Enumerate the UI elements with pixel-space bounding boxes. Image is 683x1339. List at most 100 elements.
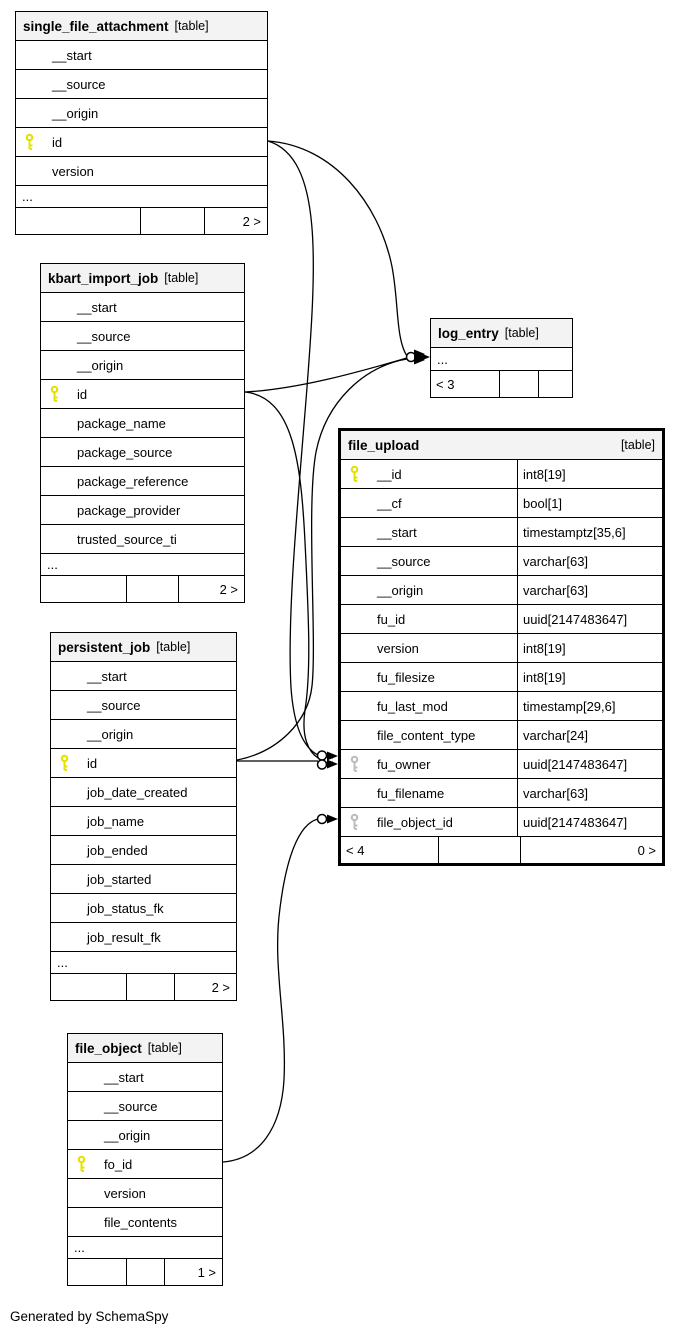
- footer-cell-0: [16, 208, 140, 234]
- column-name: fu_filesize: [377, 669, 435, 685]
- more-columns-ellipsis: ...: [68, 1236, 222, 1258]
- table-footer: 2 >: [51, 973, 236, 1000]
- column-row-__start: __start: [16, 40, 267, 69]
- column-name: __origin: [87, 726, 134, 742]
- column-name: __origin: [377, 582, 424, 598]
- column-row-package_source: package_source: [41, 437, 244, 466]
- edge-single_file_attachment-fu_owner: [267, 140, 319, 756]
- arrowhead-file_object_id: [327, 814, 338, 824]
- cardinality-circle-fu_owner-2: [316, 759, 328, 770]
- column-name: id: [52, 134, 63, 150]
- column-name: __id: [377, 466, 402, 482]
- footer-cell-2: 2 >: [204, 208, 267, 234]
- column-type: int8[19]: [523, 640, 566, 656]
- column-name: __cf: [377, 495, 402, 511]
- column-row-package_provider: package_provider: [41, 495, 244, 524]
- column-row-__cf: __cf bool[1]: [341, 488, 662, 517]
- foreign-key-icon: [350, 755, 359, 772]
- column-row-__start: __start: [68, 1062, 222, 1091]
- footer-cell-0: [68, 1259, 126, 1285]
- column-name: trusted_source_ti: [77, 531, 177, 547]
- column-row-job_ended: job_ended: [51, 835, 236, 864]
- cardinality-circle-fu_owner-1: [316, 750, 328, 761]
- column-name: id: [87, 755, 98, 771]
- column-row-job_status_fk: job_status_fk: [51, 893, 236, 922]
- table-log_entry[interactable]: log_entry[table]...< 3: [430, 318, 573, 398]
- table-header[interactable]: persistent_job [table]: [51, 633, 236, 661]
- column-name: version: [377, 640, 419, 656]
- column-name: file_content_type: [377, 727, 476, 743]
- column-name: package_source: [77, 444, 173, 460]
- column-row-__source: __source: [16, 69, 267, 98]
- footer-cell-1: [140, 208, 204, 234]
- footer-cell-0: [41, 576, 126, 602]
- footer-cell-1: [126, 576, 178, 602]
- column-type: bool[1]: [523, 495, 563, 511]
- column-name: __start: [104, 1069, 144, 1085]
- table-persistent_job[interactable]: persistent_job[table]__start__source__or…: [50, 632, 237, 1001]
- footer-cell-0: < 4: [346, 842, 365, 858]
- column-row-__origin: __origin: [68, 1120, 222, 1149]
- more-columns-ellipsis: ...: [51, 951, 236, 973]
- table-type-tag: [table]: [174, 19, 209, 33]
- column-name: job_result_fk: [87, 929, 161, 945]
- table-file_object[interactable]: file_object[table]__start__source__origi…: [67, 1033, 223, 1286]
- column-row-file_contents: file_contents: [68, 1207, 222, 1236]
- table-name: single_file_attachment: [23, 18, 169, 34]
- column-name: id: [77, 386, 88, 402]
- column-name: __origin: [104, 1127, 151, 1143]
- table-single_file_attachment[interactable]: single_file_attachment [table] __start __so…: [15, 11, 268, 235]
- table-name: persistent_job: [58, 639, 151, 655]
- column-row-__id: __id int8[19]: [341, 459, 662, 488]
- column-row-__start: __start: [51, 661, 236, 690]
- column-name: __source: [377, 553, 431, 569]
- column-name: job_ended: [87, 842, 148, 858]
- primary-key-icon: [25, 133, 34, 150]
- table-header[interactable]: kbart_import_job[table]: [41, 264, 244, 292]
- table-type-tag: [table]: [156, 640, 191, 654]
- column-name: version: [52, 163, 94, 179]
- table-kbart_import_job[interactable]: kbart_import_job[table]__start __source __…: [40, 263, 245, 603]
- primary-key-icon: [350, 465, 359, 482]
- column-type: timestamp[29,6]: [523, 698, 616, 714]
- column-name: __source: [77, 328, 131, 344]
- table-footer: 2 >: [41, 575, 244, 602]
- edge-kbart_import_job-log_entry: [244, 357, 408, 393]
- column-row-package_name: package_name: [41, 408, 244, 437]
- table-file_upload[interactable]: file_upload[table] __id int8[19] __cf bool[1…: [338, 428, 665, 866]
- table-header[interactable]: log_entry [table]: [431, 319, 572, 347]
- table-name: file_upload: [348, 437, 420, 453]
- footer-cell-1: [499, 371, 538, 397]
- table-header[interactable]: single_file_attachment [table]: [16, 12, 267, 40]
- column-type: timestamptz[35,6]: [523, 524, 626, 540]
- column-name: file_object_id: [377, 814, 453, 830]
- column-row-__source: __source varchar[63]: [341, 546, 662, 575]
- column-name: __origin: [77, 357, 124, 373]
- more-columns-ellipsis: ...: [431, 347, 572, 370]
- table-type-tag: [table]: [504, 326, 539, 340]
- column-row-version: version: [68, 1178, 222, 1207]
- column-name: file_contents: [104, 1214, 177, 1230]
- column-type: int8[19]: [523, 466, 566, 482]
- column-type: varchar[63]: [523, 553, 589, 569]
- column-row-__start: __start: [41, 292, 244, 321]
- arrowhead-fu_owner-2: [327, 759, 338, 769]
- footer-cell-2: 2 >: [174, 974, 236, 1000]
- primary-key-icon: [77, 1155, 86, 1172]
- cardinality-circle-file_object_id: [316, 813, 328, 825]
- table-header[interactable]: file_object[table]: [68, 1034, 222, 1062]
- column-row-version: version: [16, 156, 267, 185]
- table-header[interactable]: file_upload[table]: [341, 431, 662, 459]
- edge-kbart_import_job-fu_owner: [244, 391, 319, 759]
- table-name: log_entry: [438, 325, 499, 341]
- column-name: job_name: [87, 813, 145, 829]
- column-type: uuid[2147483647]: [523, 611, 628, 627]
- column-name: __source: [52, 76, 106, 92]
- table-name: file_object: [75, 1040, 142, 1056]
- column-row-id: id: [16, 127, 267, 156]
